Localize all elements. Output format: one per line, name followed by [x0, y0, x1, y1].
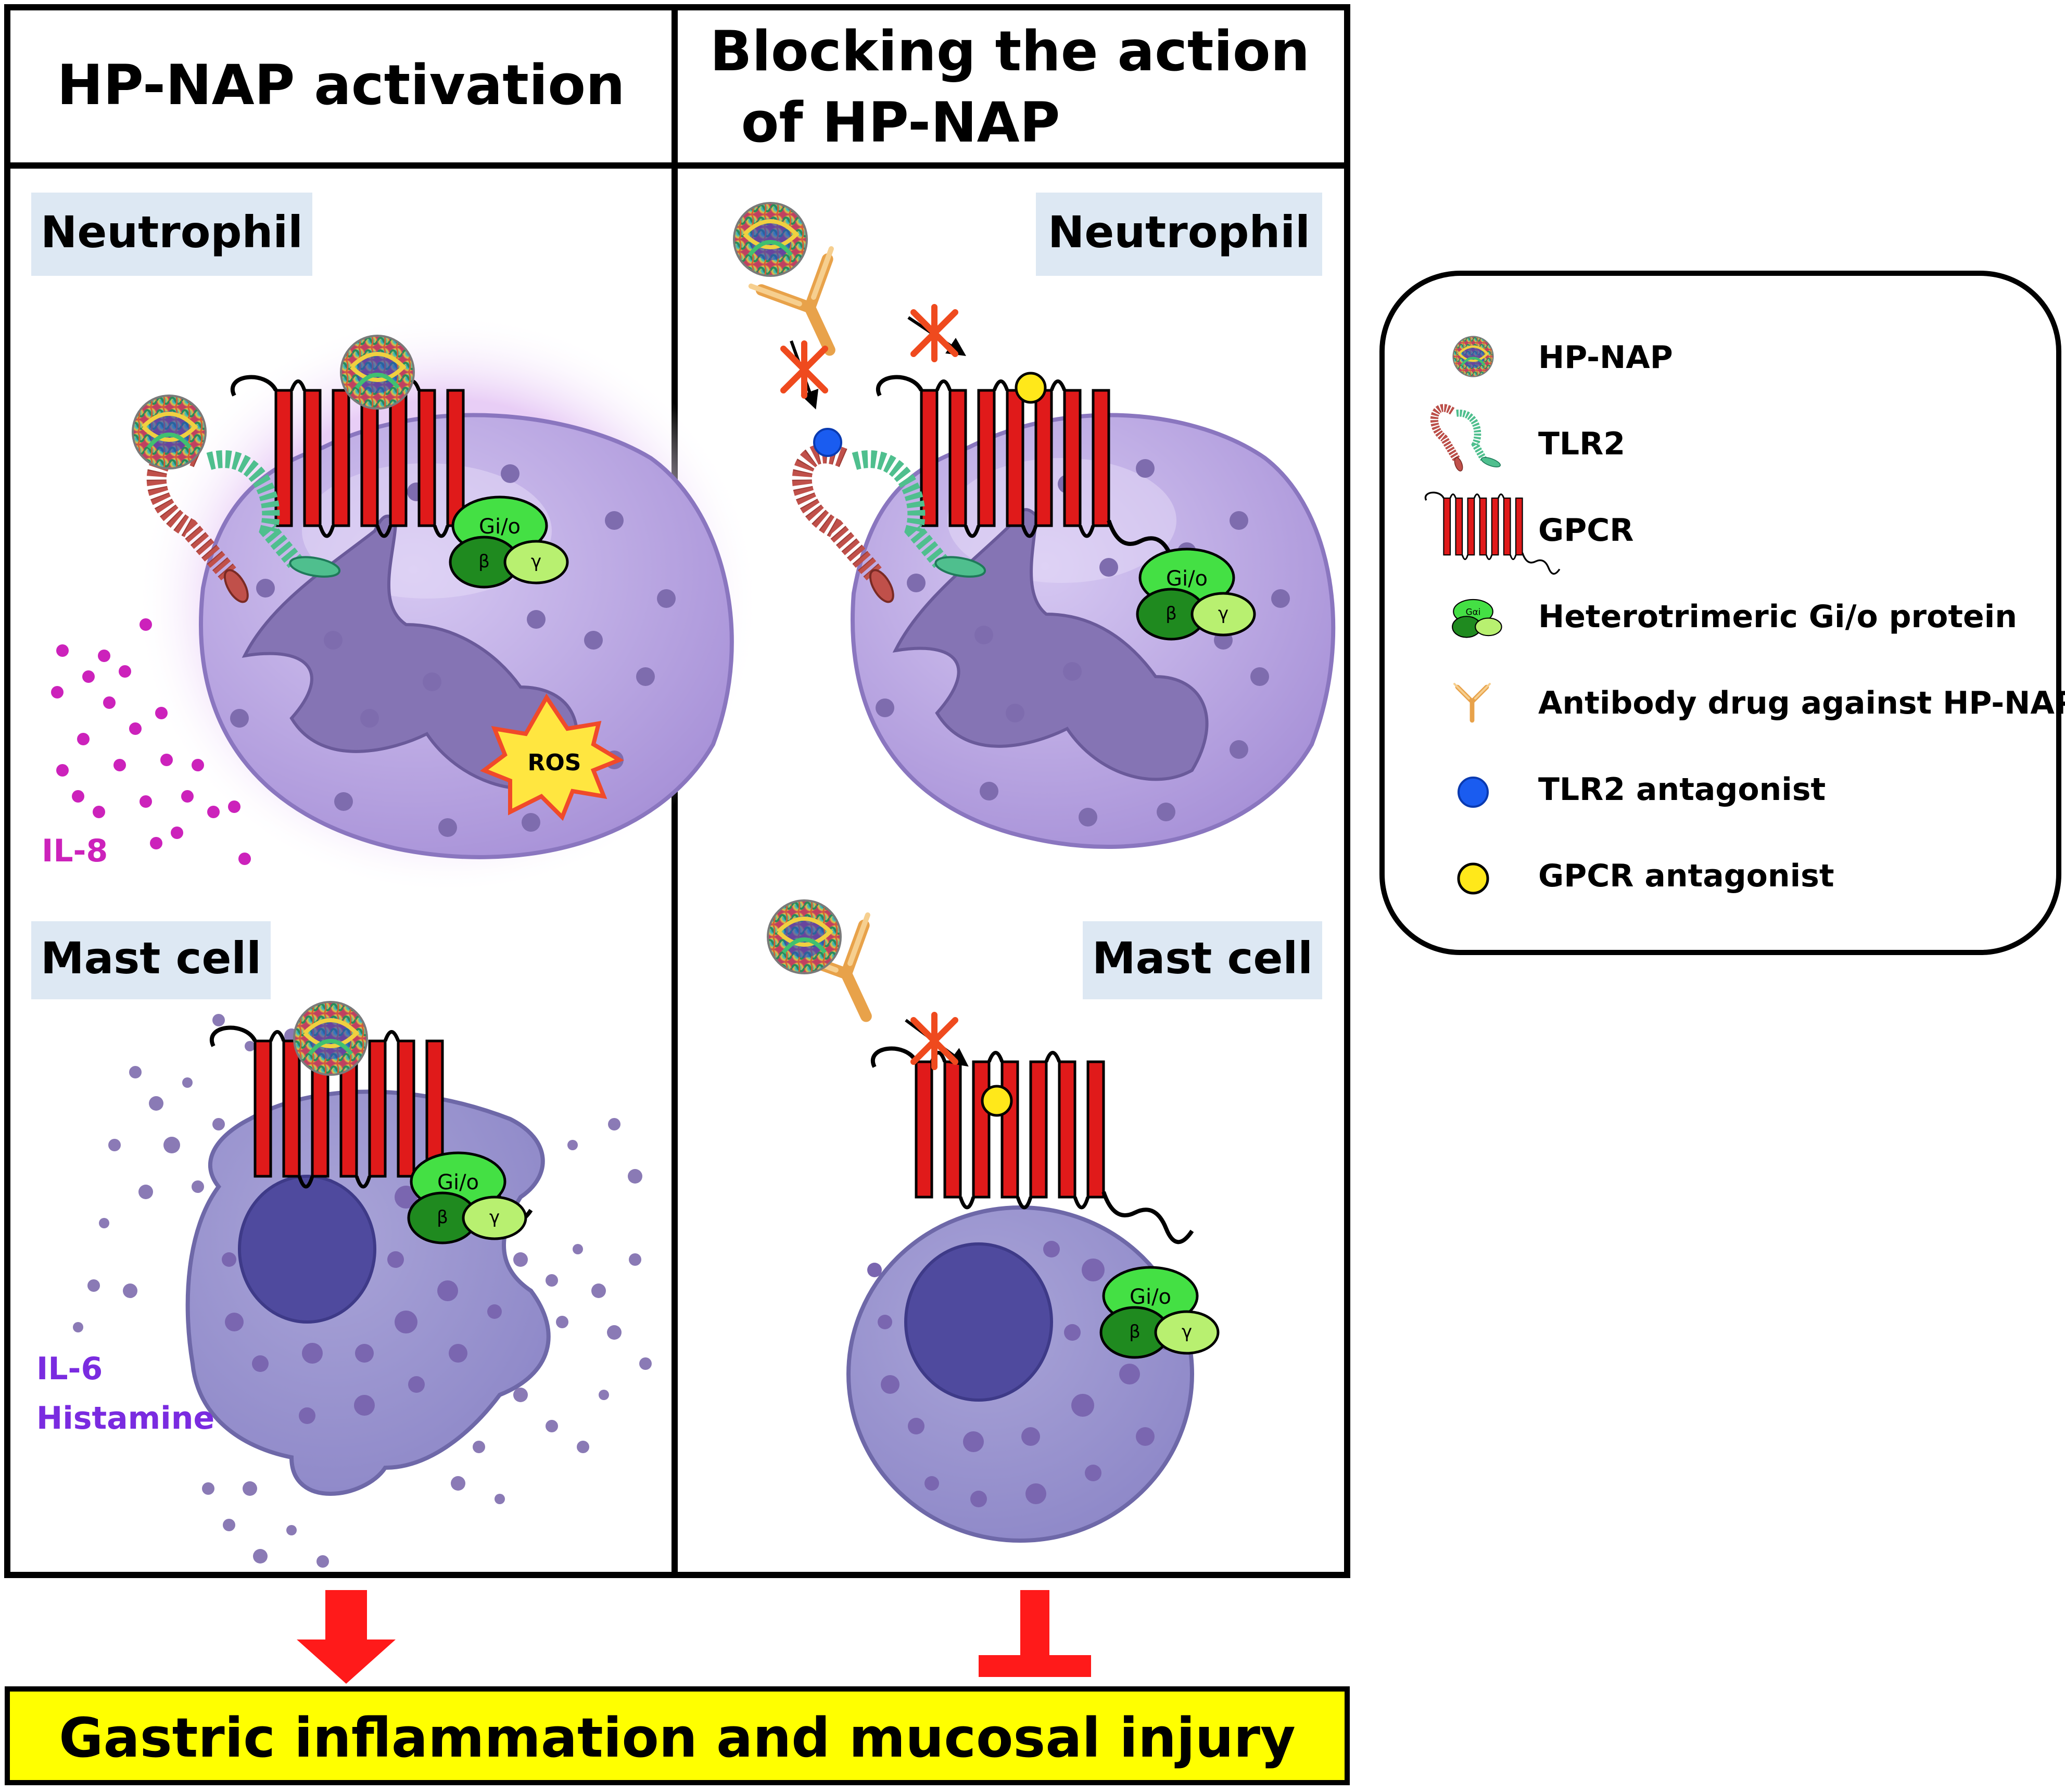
mast-cell-label-box — [31, 921, 271, 999]
il8-particles — [51, 618, 251, 865]
il6-label: IL-6 — [36, 1351, 103, 1387]
mast-cell-gio-label: Gi/o — [437, 1171, 479, 1194]
neutrophil-gamma-label: γ — [531, 551, 541, 572]
mast-cell-internal-granules — [222, 1186, 502, 1424]
legend-hp-nap-icon — [1453, 337, 1493, 377]
right-panel-title-line2: of HP-NAP — [741, 91, 1060, 155]
right-neutrophil-beta-label: β — [1165, 603, 1177, 624]
mast-cell-released-granules — [73, 1014, 652, 1568]
right-neutrophil-tlr2-antagonist — [813, 428, 842, 457]
right-mast-cell-gio-label: Gi/o — [1130, 1285, 1171, 1309]
legend-gpcr-antagonist-icon — [1457, 862, 1489, 895]
right-neutrophil-block-x-gpcr — [914, 307, 955, 359]
right-mast-cell-beta-label: β — [1129, 1321, 1141, 1342]
right-neutrophil-label: Neutrophil — [1048, 207, 1310, 258]
outcome-text: Gastric inflammation and mucosal injury — [59, 1706, 1296, 1770]
neutrophil-hp-nap-on-gpcr — [341, 336, 414, 409]
right-neutrophil-section: Neutrophil Gi/o β γ — [734, 193, 1336, 849]
right-mast-cell-nucleus — [904, 1242, 1053, 1402]
right-neutrophil-hp-nap-bound — [734, 203, 807, 276]
neutrophil-gio-label: Gi/o — [479, 515, 521, 539]
legend-label-g-protein: Heterotrimeric Gi/o protein — [1538, 599, 2017, 635]
ros-burst — [479, 693, 624, 821]
legend-label-tlr2: TLR2 — [1538, 426, 1625, 462]
neutrophil-granules — [230, 464, 676, 837]
right-mast-cell-gamma-label: γ — [1182, 1321, 1192, 1342]
mast-cell-nucleus — [238, 1175, 376, 1324]
right-mast-cell-label: Mast cell — [1092, 933, 1313, 984]
left-panel-title: HP-NAP activation — [57, 53, 625, 117]
activation-arrow — [297, 1590, 396, 1684]
neutrophil-beta-label: β — [478, 551, 490, 572]
right-neutrophil-gamma-label: γ — [1218, 603, 1228, 624]
legend-label-gpcr-antagonist: GPCR antagonist — [1538, 858, 1834, 894]
right-neutrophil-label-box — [1036, 193, 1322, 276]
right-neutrophil-block-x-tlr2 — [783, 344, 825, 396]
right-mast-cell-section: Mast cell Gi/o β γ — [768, 900, 1322, 1543]
left-neutrophil-section: Neutrophil ROS IL-8 — [31, 193, 760, 895]
legend-label-tlr2-antagonist: TLR2 antagonist — [1538, 771, 1826, 808]
legend: Gαi HP-NAP TLR2 GPCR Heterotrimeric Gi/o… — [1379, 271, 2065, 955]
mast-cell-beta-label: β — [437, 1207, 448, 1228]
legend-tlr2-antagonist-icon — [1458, 777, 1489, 808]
il8-label: IL-8 — [42, 833, 108, 869]
right-neutrophil-gpcr-antagonist — [1015, 372, 1047, 404]
legend-g-protein-icon: Gαi — [1452, 599, 1502, 638]
mast-cell-label: Mast cell — [41, 933, 261, 984]
inhibition-symbol — [979, 1590, 1091, 1677]
histamine-label: Histamine — [36, 1400, 214, 1437]
legend-label-gpcr: GPCR — [1538, 512, 1633, 549]
mast-cell-gamma-label: γ — [489, 1207, 500, 1228]
legend-label-antibody: Antibody drug against HP-NAP — [1538, 685, 2065, 721]
right-mast-cell-label-box — [1083, 921, 1322, 999]
right-panel-title-line1: Blocking the action — [710, 19, 1310, 83]
main-frame — [4, 4, 1350, 1578]
legend-label-hp-nap: HP-NAP — [1538, 339, 1673, 376]
right-mast-cell-gpcr-antagonist — [981, 1085, 1013, 1117]
right-mast-cell-block-x — [914, 1015, 955, 1067]
right-mast-cell-g-protein — [1101, 1267, 1218, 1357]
neutrophil-hp-nap-on-tlr2 — [133, 396, 206, 468]
right-neutrophil-gio-label: Gi/o — [1166, 567, 1208, 591]
legend-box — [1379, 271, 2061, 955]
outcome-box — [5, 1686, 1350, 1785]
neutrophil-label-box — [31, 193, 312, 276]
mast-cell-hp-nap — [294, 1002, 367, 1075]
neutrophil-label: Neutrophil — [41, 207, 303, 258]
right-mast-cell-hp-nap-bound — [768, 900, 841, 973]
ros-label: ROS — [528, 749, 581, 776]
legend-galpha-label: Gαi — [1466, 606, 1481, 617]
left-mast-cell-section: Mast cell IL-6 Histamine — [31, 921, 652, 1568]
mast-cell-body — [185, 1089, 551, 1496]
